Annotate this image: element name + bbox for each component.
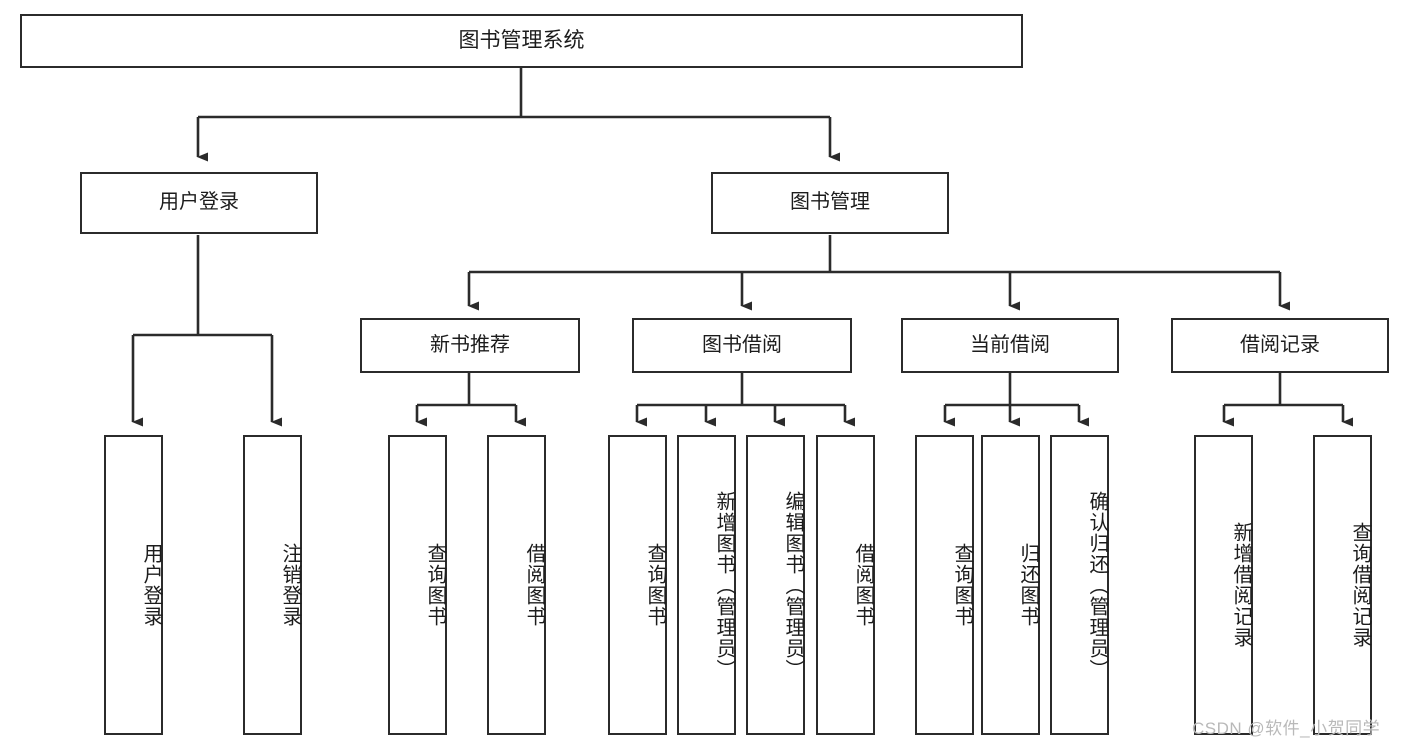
leaf-add-record[interactable]: 新增借阅记录 [1194,435,1253,735]
leaf-borrow-book-1[interactable]: 借阅图书 [487,435,546,735]
leaf-query-book-1[interactable]: 查询图书 [388,435,447,735]
leaf-add-record-label: 新增借阅记录 [1230,522,1252,648]
leaf-query-book-3[interactable]: 查询图书 [915,435,974,735]
leaf-query-book-1-label: 查询图书 [424,543,446,627]
node-root-label: 图书管理系统 [458,28,585,52]
leaf-add-book[interactable]: 新增图书（管理员） [677,435,736,735]
leaf-query-book-2[interactable]: 查询图书 [608,435,667,735]
leaf-edit-book-label: 编辑图书（管理员） [782,490,804,680]
node-user-login[interactable]: 用户登录 [80,172,318,234]
leaf-query-record-label: 查询借阅记录 [1349,522,1371,648]
leaf-borrow-book-1-label: 借阅图书 [523,543,545,627]
node-book-manage[interactable]: 图书管理 [711,172,949,234]
node-book-manage-label: 图书管理 [790,191,870,214]
leaf-user-login[interactable]: 用户登录 [104,435,163,735]
leaf-query-record[interactable]: 查询借阅记录 [1313,435,1372,735]
node-new-book-recommend[interactable]: 新书推荐 [360,318,580,373]
leaf-borrow-book-2-label: 借阅图书 [852,543,874,627]
node-current-borrow[interactable]: 当前借阅 [901,318,1119,373]
leaf-confirm-return[interactable]: 确认归还（管理员） [1050,435,1109,735]
node-borrow-record[interactable]: 借阅记录 [1171,318,1389,373]
node-current-borrow-label: 当前借阅 [970,333,1050,356]
node-book-borrow-label: 图书借阅 [702,333,782,356]
leaf-user-login-label: 用户登录 [140,543,162,627]
node-borrow-record-label: 借阅记录 [1240,333,1320,356]
leaf-confirm-return-label: 确认归还（管理员） [1086,490,1108,680]
leaf-logout-login[interactable]: 注销登录 [243,435,302,735]
leaf-borrow-book-2[interactable]: 借阅图书 [816,435,875,735]
leaf-query-book-3-label: 查询图书 [951,543,973,627]
csdn-watermark: CSDN @软件_小贺同学 [1192,719,1381,738]
node-new-book-recommend-label: 新书推荐 [430,333,510,356]
node-user-login-label: 用户登录 [159,191,239,214]
leaf-edit-book[interactable]: 编辑图书（管理员） [746,435,805,735]
leaf-add-book-label: 新增图书（管理员） [713,490,735,680]
leaf-query-book-2-label: 查询图书 [644,543,666,627]
leaf-return-book-label: 归还图书 [1017,543,1039,627]
node-book-borrow[interactable]: 图书借阅 [632,318,852,373]
leaf-return-book[interactable]: 归还图书 [981,435,1040,735]
leaf-logout-login-label: 注销登录 [279,543,301,627]
node-root-system[interactable]: 图书管理系统 [20,14,1023,68]
